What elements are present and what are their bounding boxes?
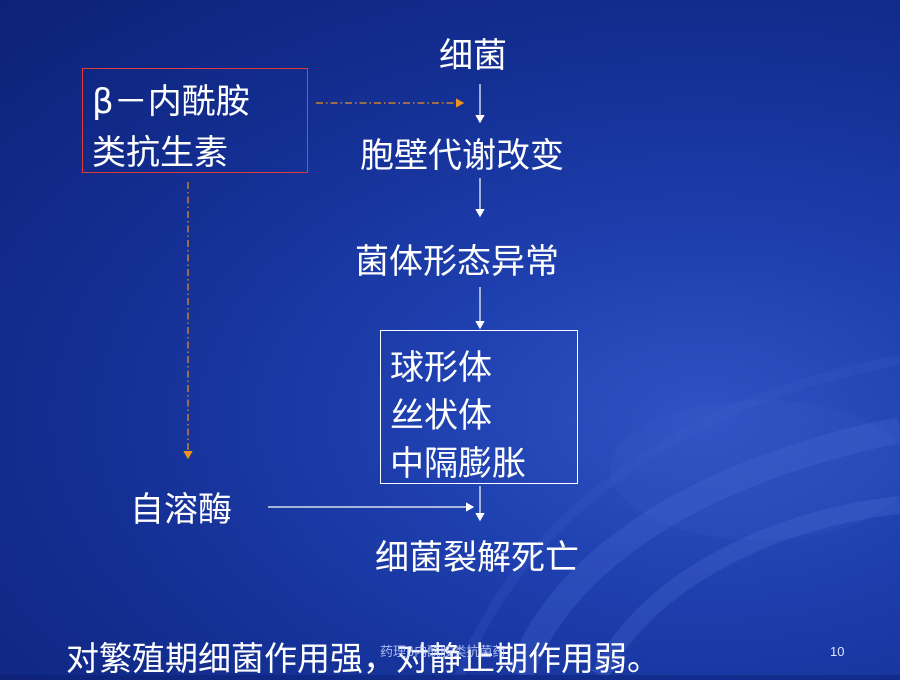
node-septum-swelling: 中隔膨胀 [390,444,526,484]
beta-lactam-box [82,68,308,173]
node-cell-wall-change: 胞壁代谢改变 [360,136,564,176]
summary-text: 对繁殖期细菌作用强，对静止期作用弱。 [66,639,660,678]
node-bacteria: 细菌 [439,36,507,76]
footer-title: 药理β内酰胺类抗菌药 [380,645,506,660]
page-number: 10 [830,644,845,659]
node-abnormal-shape: 菌体形态异常 [355,242,559,282]
node-beta-lactam-line2: 类抗生素 [92,133,228,173]
node-spheroplast: 球形体 [390,348,492,388]
node-autolysin: 自溶酶 [130,490,232,530]
node-lysis-death: 细菌裂解死亡 [375,538,579,578]
node-beta-lactam-line1: β－内酰胺 [92,82,250,122]
node-filament: 丝状体 [390,396,492,436]
morphology-box [380,330,578,484]
